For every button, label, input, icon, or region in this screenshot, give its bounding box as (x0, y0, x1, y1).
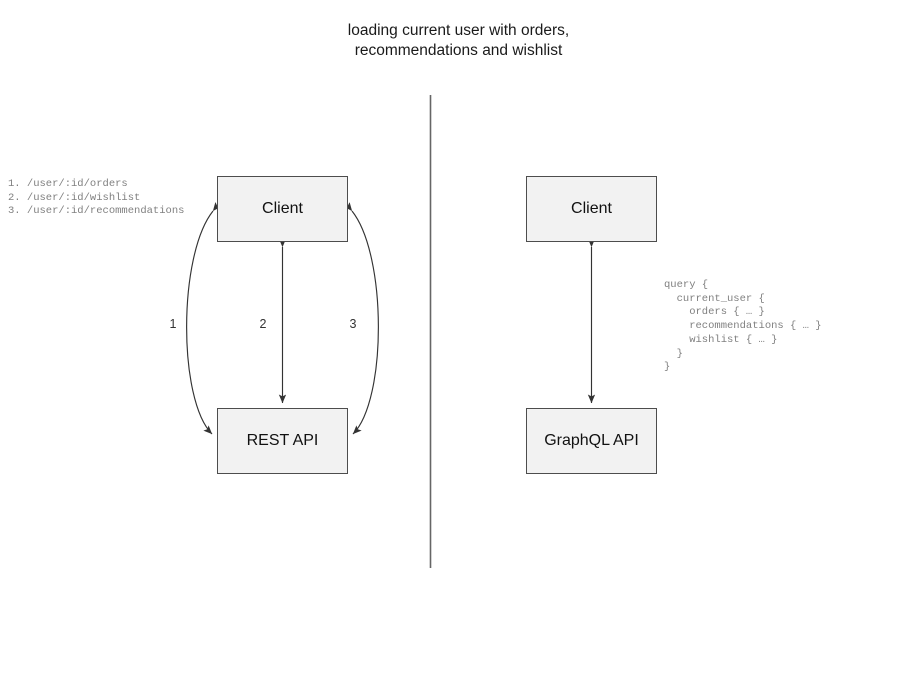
graphql-query-snippet: query { current_user { orders { … } reco… (664, 279, 822, 374)
edge-label-2: 2 (259, 317, 267, 331)
node-client-graphql[interactable]: Client (526, 176, 657, 242)
edge-label-3: 3 (349, 317, 357, 331)
edge-1-curve (186, 202, 222, 435)
node-label: Client (262, 200, 303, 217)
node-rest-api[interactable]: REST API (217, 408, 348, 474)
rest-endpoint-list: 1. /user/:id/orders 2. /user/:id/wishlis… (8, 178, 185, 218)
node-graphql-api[interactable]: GraphQL API (526, 408, 657, 474)
node-client-rest[interactable]: Client (217, 176, 348, 242)
diagram-title: loading current user with orders, recomm… (347, 22, 570, 59)
node-label: GraphQL API (544, 432, 639, 449)
edge-3-curve (343, 202, 379, 435)
node-label: Client (571, 200, 612, 217)
node-label: REST API (246, 432, 319, 449)
edge-label-1: 1 (169, 317, 177, 331)
